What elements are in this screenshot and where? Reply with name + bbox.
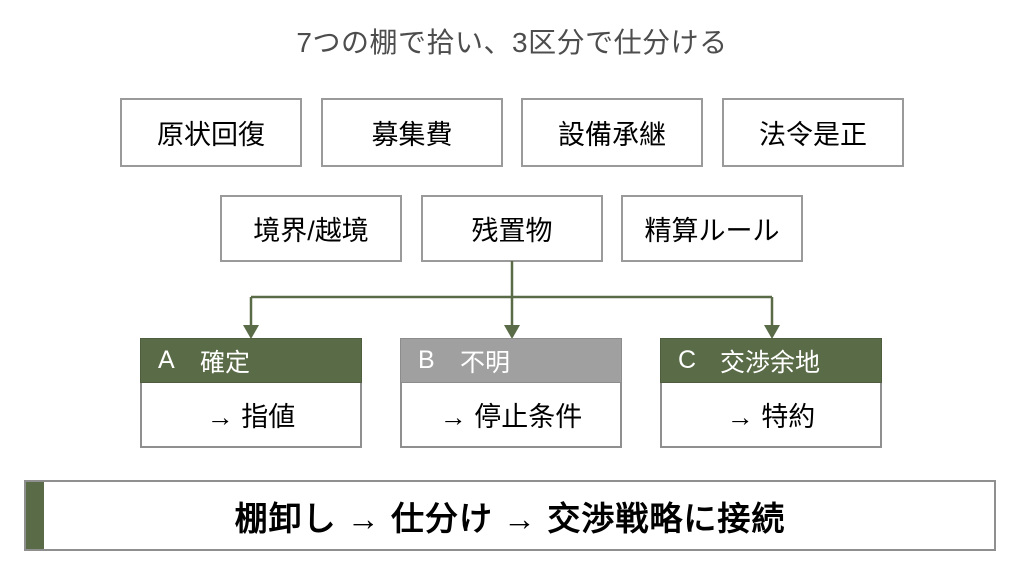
summary-banner: 棚卸し → 仕分け → 交渉戦略に接続 <box>24 480 996 551</box>
category-letter: C <box>678 346 697 374</box>
arrowhead-right <box>764 325 780 339</box>
category-header-b: B 不明 <box>400 338 622 383</box>
shelf-item-setsubishokei[interactable]: 設備承継 <box>521 98 703 167</box>
shelf-item-label: 残置物 <box>471 216 553 246</box>
category-letter: A <box>158 346 175 374</box>
category-label: 不明 <box>460 348 511 377</box>
shelf-item-genjokaifuku[interactable]: 原状回復 <box>120 98 302 167</box>
category-header-c: C 交渉余地 <box>660 338 882 383</box>
arrowhead-left <box>243 325 259 339</box>
category-letter: B <box>418 346 435 374</box>
shelf-item-label: 募集費 <box>371 120 453 150</box>
category-action-a: → 指値 <box>140 383 362 448</box>
shelf-item-horeizesei[interactable]: 法令是正 <box>722 98 904 167</box>
category-card-c[interactable]: C 交渉余地 → 特約 <box>660 338 882 448</box>
arrowhead-center <box>504 325 520 339</box>
category-label: 交渉余地 <box>720 348 821 377</box>
shelf-item-label: 精算ルール <box>644 216 780 246</box>
category-action-b: → 停止条件 <box>400 383 622 448</box>
shelf-item-seisanrule[interactable]: 精算ルール <box>621 195 803 262</box>
category-header-a: A 確定 <box>140 338 362 383</box>
category-label: 確定 <box>200 348 251 377</box>
banner-accent-bar <box>26 482 44 549</box>
page-title: 7つの棚で拾い、3区分で仕分ける <box>296 27 728 58</box>
shelf-item-kyokai-ekkyo[interactable]: 境界/越境 <box>220 195 402 262</box>
shelf-item-zanchibutsu[interactable]: 残置物 <box>421 195 603 262</box>
shelf-item-label: 法令是正 <box>759 120 867 150</box>
shelf-item-label: 設備承継 <box>558 120 666 150</box>
shelf-item-label: 境界/越境 <box>253 216 369 246</box>
category-card-b[interactable]: B 不明 → 停止条件 <box>400 338 622 448</box>
shelf-item-label: 原状回復 <box>157 120 265 150</box>
category-card-a[interactable]: A 確定 → 指値 <box>140 338 362 448</box>
shelf-item-boshuhi[interactable]: 募集費 <box>321 98 503 167</box>
connector-arrows <box>243 261 780 339</box>
banner-text: 棚卸し → 仕分け → 交渉戦略に接続 <box>234 499 786 537</box>
category-action-c: → 特約 <box>660 383 882 448</box>
